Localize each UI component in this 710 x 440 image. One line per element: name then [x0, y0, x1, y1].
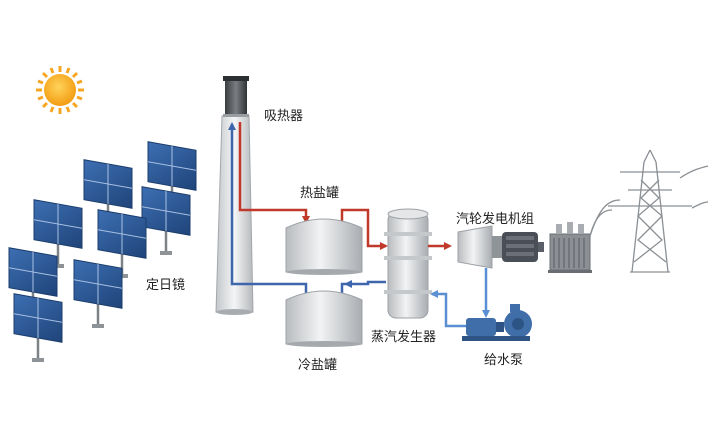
- generator-icon: [502, 232, 544, 262]
- arrow-icon: [302, 216, 310, 224]
- arrow-icon: [482, 310, 490, 318]
- turbine-icon: [457, 225, 502, 269]
- arrow-icon: [430, 290, 438, 298]
- arrow-icon: [228, 122, 236, 130]
- cold-tank-label: 冷盐罐: [298, 358, 337, 373]
- receiver-label: 吸热器: [264, 109, 303, 124]
- pump-icon: [462, 304, 532, 341]
- arrow-icon: [344, 280, 352, 288]
- sun-icon: [36, 66, 84, 114]
- steam-generator-icon: [384, 208, 432, 319]
- feed-pump-label: 给水泵: [484, 353, 523, 368]
- cold-tank-icon: [285, 290, 363, 347]
- heliostat-icon: [72, 258, 124, 330]
- heliostat-icon: [140, 185, 192, 257]
- hot-tank-icon: [285, 218, 363, 275]
- steam-generator-label: 蒸汽发生器: [371, 329, 436, 345]
- transformer-icon: [548, 222, 592, 273]
- arrow-icon: [380, 242, 388, 250]
- turbine-generator-label: 汽轮发电机组: [456, 211, 534, 227]
- hot-tank-label: 热盐罐: [300, 186, 339, 201]
- cold-salt-pipe: [230, 124, 386, 294]
- arrow-icon: [444, 242, 452, 250]
- heliostat-icon: [12, 292, 64, 364]
- heliostat-field: [7, 140, 198, 364]
- receiver-tower-icon: [215, 76, 254, 315]
- transmission-tower-icon: [589, 149, 709, 273]
- feedwater-pipe: [432, 268, 488, 328]
- heliostat-label: 定日镜: [146, 278, 185, 293]
